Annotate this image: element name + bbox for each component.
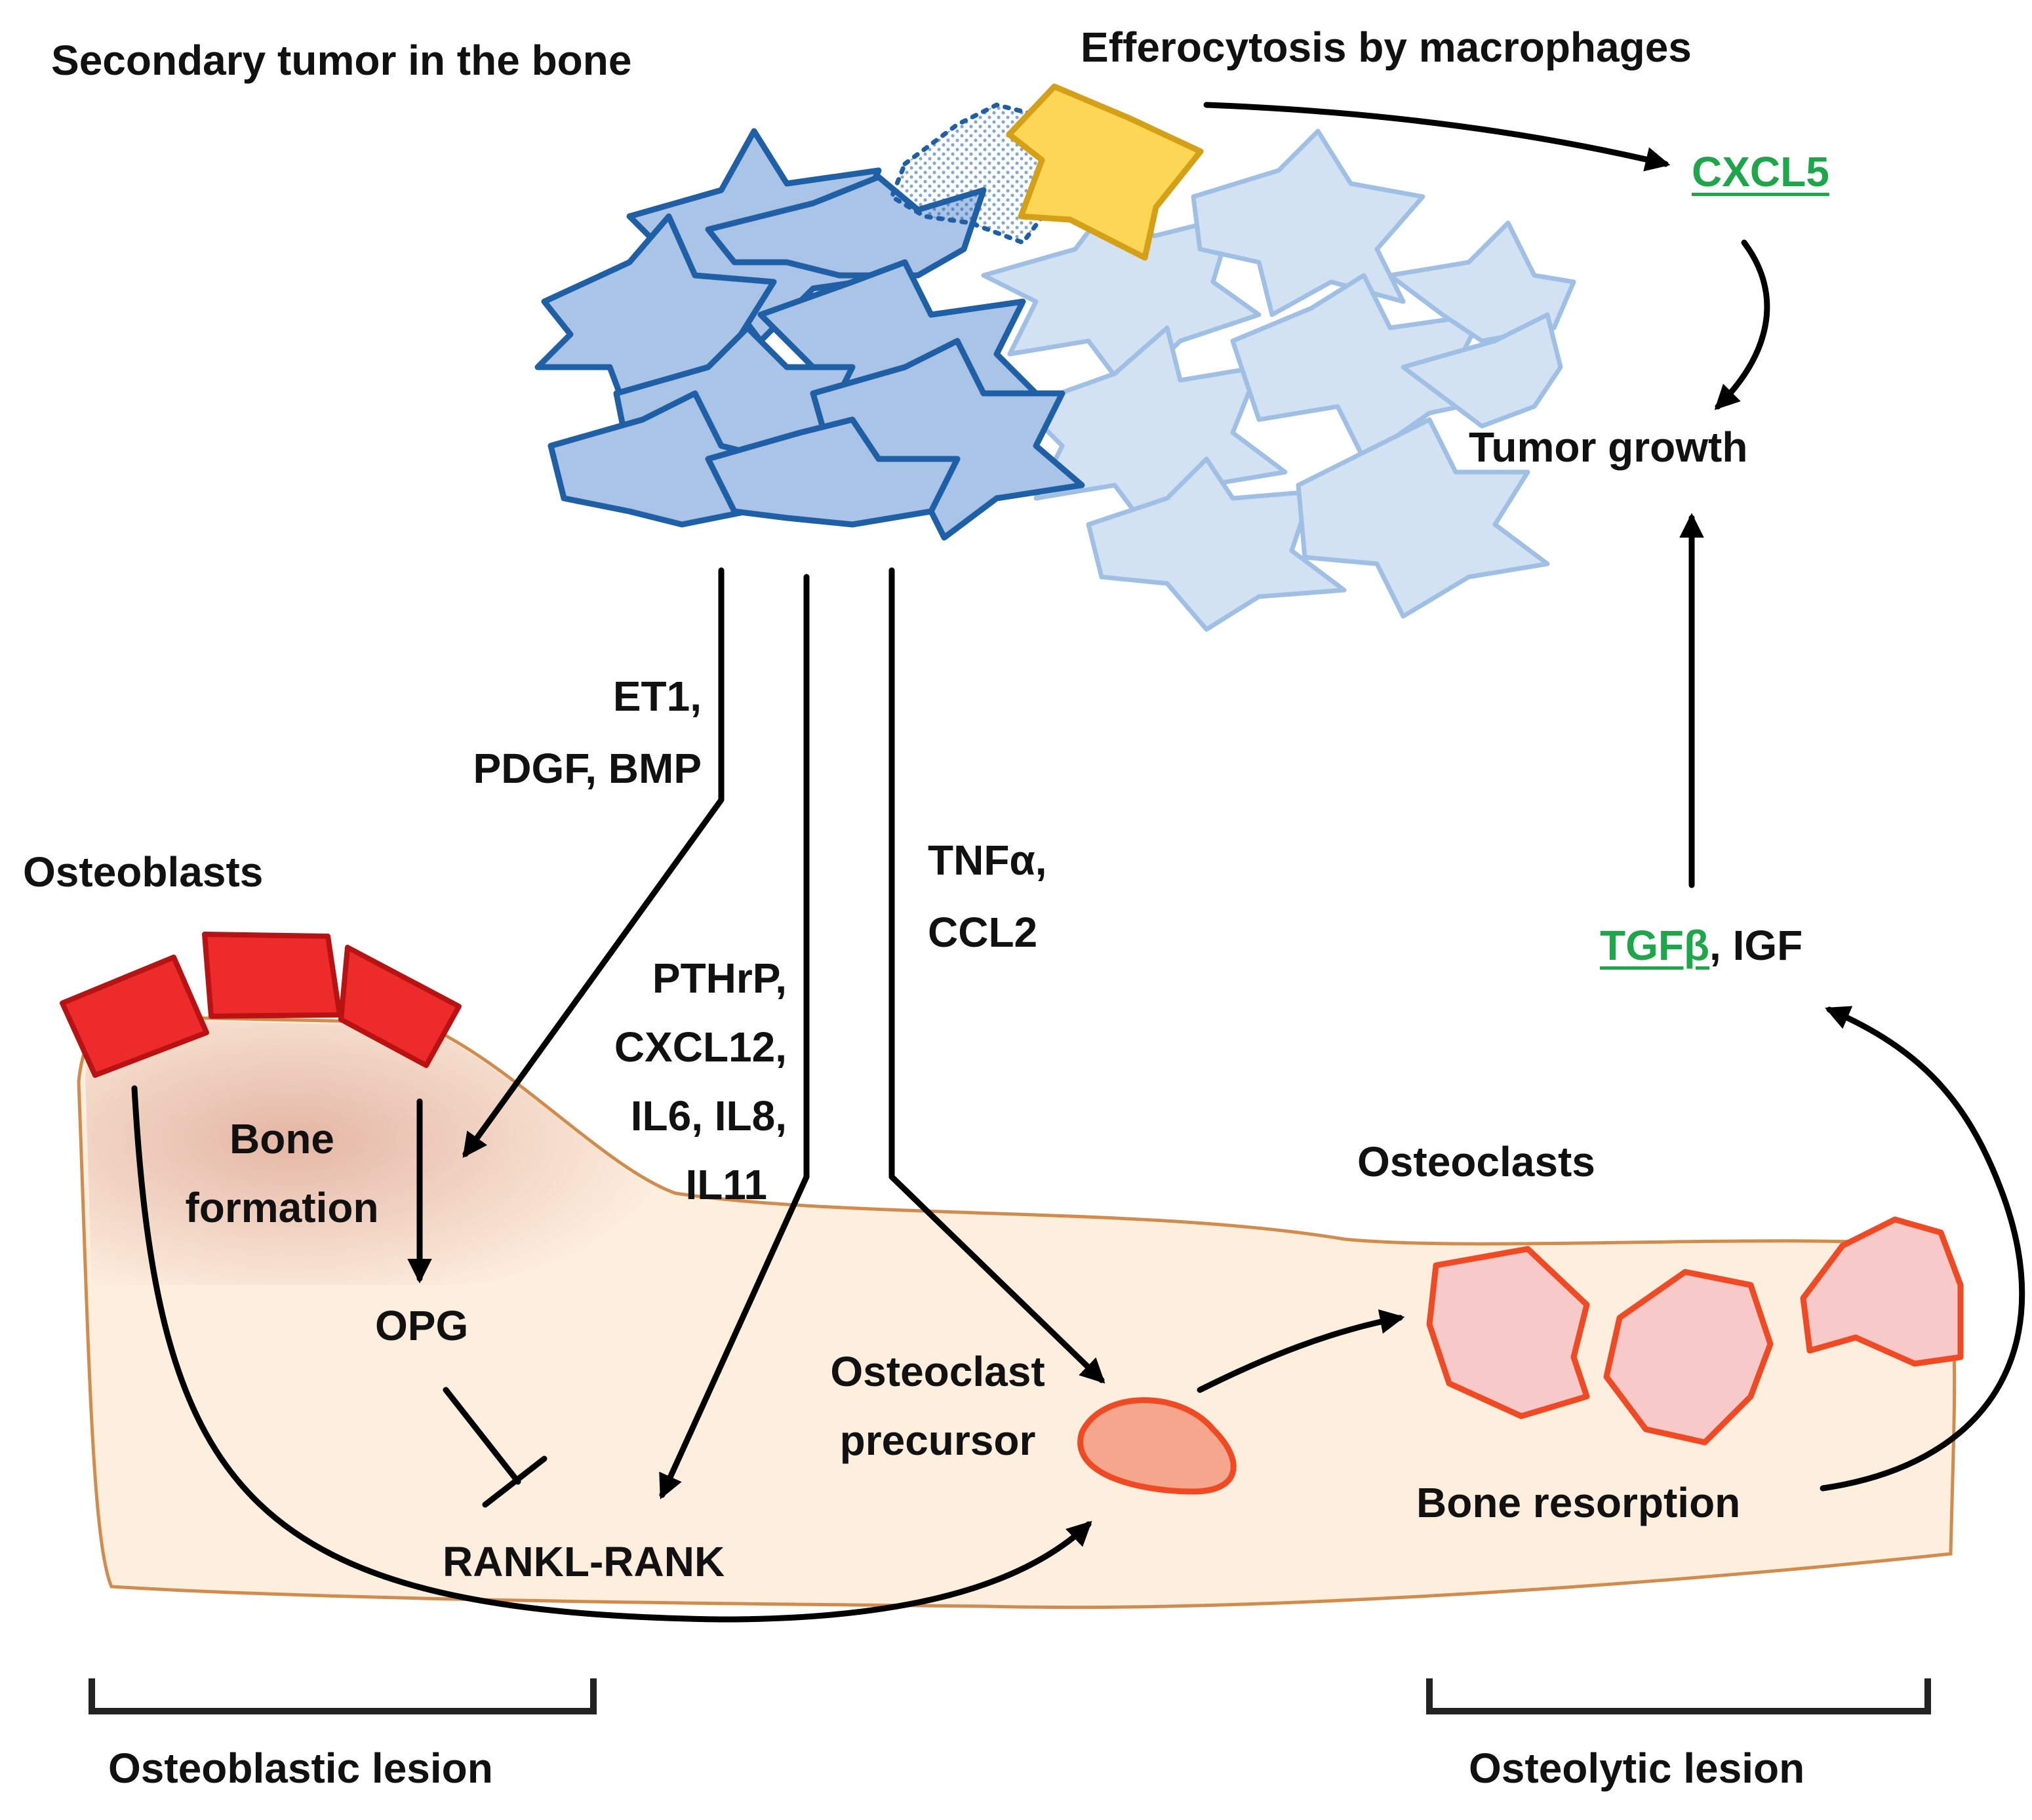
tumor-cells-light [981, 129, 1576, 632]
osteoblast-cell-3 [338, 945, 462, 1068]
label-osteolytic-lesion: Osteolytic lesion [1469, 1745, 1805, 1792]
label-opg: OPG [375, 1302, 469, 1349]
label-tgfb-igf: TGFβ, IGF [1600, 911, 1803, 979]
bone-formation-region [85, 1019, 675, 1285]
label-tumor-growth: Tumor growth [1469, 424, 1748, 471]
label-precursor: precursor [839, 1417, 1036, 1464]
label-secondary-tumor: Secondary tumor in the bone [51, 37, 632, 84]
osteoclast-cell-2 [1603, 1269, 1774, 1446]
arrows [131, 102, 2025, 1623]
osteoclasts-cells [1426, 1216, 1964, 1446]
arrow-precursor-to-osteoclasts [1197, 1309, 1405, 1393]
label-pdgf-bmp: PDGF, BMP [473, 745, 702, 792]
osteoblast-cell-2 [202, 932, 342, 1019]
label-bone-resorption: Bone resorption [1416, 1479, 1741, 1526]
osteolytic-lesion-bracket [1426, 1678, 1931, 1714]
arrow-tumor-to-opg [462, 567, 725, 1158]
label-cxcl5: CXCL5 [1692, 148, 1829, 195]
label-bone: Bone [229, 1115, 334, 1162]
label-formation: formation [185, 1184, 379, 1231]
inhibition-bar [482, 1455, 548, 1508]
label-cxcl12: CXCL12, [614, 1023, 787, 1071]
label-pthrp: PTHrP, [652, 955, 787, 1002]
label-osteoblasts: Osteoblasts [23, 848, 264, 896]
tumor-cells-dark [534, 128, 1085, 541]
macrophage-star [1006, 83, 1204, 261]
inhibition-opg-rankl [443, 1387, 521, 1485]
label-osteoblastic-lesion: Osteoblastic lesion [108, 1745, 493, 1792]
osteoblastic-lesion-bracket [89, 1678, 597, 1714]
label-efferocytosis: Efferocytosis by macrophages [1081, 24, 1692, 71]
arrow-efferocytosis-to-cxcl5 [1203, 102, 1671, 172]
arrow-tumor-to-rankl [659, 574, 810, 1499]
label-et1: ET1, [612, 673, 702, 720]
arrow-bone-resorption-to-tgfb [1820, 1006, 2025, 1492]
label-igf: , IGF [1709, 922, 1803, 969]
bone-tissue [77, 1014, 1957, 1610]
osteoclast-cell-1 [1426, 1246, 1590, 1419]
label-tnfa: TNFα, [928, 837, 1047, 884]
arrow-osteoblasts-to-precursor [131, 1085, 1092, 1623]
osteoblasts-cells [60, 932, 462, 1078]
label-rankl-rank: RANKL-RANK [443, 1538, 725, 1585]
label-osteoclasts: Osteoclasts [1357, 1138, 1595, 1185]
label-osteoclast: Osteoclast [830, 1348, 1045, 1395]
osteoclast-precursor-cell [1077, 1397, 1237, 1495]
label-il6-il8: IL6, IL8, [630, 1092, 787, 1139]
lesion-brackets [89, 1678, 1931, 1714]
label-il11: IL11 [685, 1161, 767, 1208]
label-tgfb: TGFβ [1600, 922, 1710, 969]
label-ccl2: CCL2 [928, 909, 1038, 956]
osteoclast-cell-3 [1800, 1216, 1964, 1367]
arrow-tumor-to-precursor [888, 567, 1106, 1384]
osteoblast-cell-1 [60, 955, 209, 1078]
arrow-cxcl5-to-tumor-growth [1714, 239, 1770, 410]
